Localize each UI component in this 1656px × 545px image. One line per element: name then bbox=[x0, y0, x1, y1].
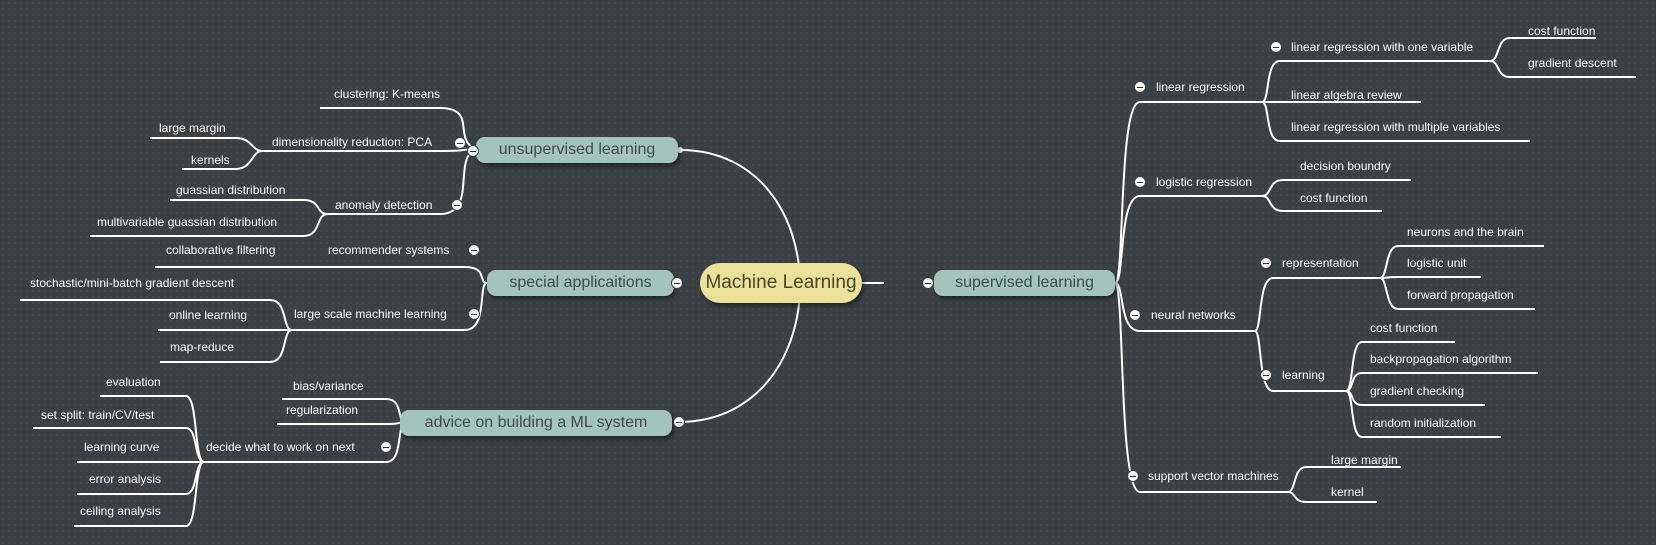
collapse-icon[interactable] bbox=[1260, 257, 1272, 269]
collapse-icon[interactable] bbox=[380, 441, 392, 453]
node-decide-next[interactable]: decide what to work on next bbox=[206, 440, 355, 454]
collapse-icon[interactable] bbox=[454, 137, 466, 149]
node-learning-curve[interactable]: learning curve bbox=[84, 440, 160, 454]
node-backpropagation[interactable]: backpropagation algorithm bbox=[1370, 352, 1512, 366]
node-recommender-systems[interactable]: recommender systems bbox=[328, 243, 450, 257]
node-error-analysis[interactable]: error analysis bbox=[89, 472, 162, 486]
node-gradient-descent[interactable]: gradient descent bbox=[1528, 56, 1617, 70]
branch-label: unsupervised learning bbox=[498, 141, 656, 158]
collapse-icon[interactable] bbox=[1129, 309, 1141, 321]
branch-advice-ml-system[interactable]: advice on building a ML system bbox=[400, 410, 672, 436]
central-topic[interactable]: Machine Learning bbox=[700, 263, 862, 303]
collapse-icon[interactable] bbox=[468, 308, 480, 320]
node-linear-regression[interactable]: linear regression bbox=[1156, 80, 1245, 94]
branch-unsupervised-learning[interactable]: unsupervised learning bbox=[476, 137, 678, 163]
branch-supervised-learning[interactable]: supervised learning bbox=[934, 270, 1115, 296]
collapse-icon[interactable] bbox=[671, 277, 683, 289]
collapse-icon[interactable] bbox=[1134, 81, 1146, 93]
node-cost-function[interactable]: cost function bbox=[1528, 24, 1596, 38]
node-ceiling-analysis[interactable]: ceiling analysis bbox=[80, 504, 161, 518]
collapse-icon[interactable] bbox=[451, 199, 463, 211]
node-regularization[interactable]: regularization bbox=[286, 403, 359, 417]
node-decision-boundry[interactable]: decision boundry bbox=[1300, 159, 1391, 173]
collapse-icon[interactable] bbox=[1127, 470, 1139, 482]
collapse-icon[interactable] bbox=[673, 416, 685, 428]
node-lr-one-variable[interactable]: linear regression with one variable bbox=[1291, 40, 1474, 54]
node-map-reduce[interactable]: map-reduce bbox=[170, 340, 235, 354]
node-anomaly-detection[interactable]: anomaly detection bbox=[335, 198, 433, 212]
node-forward-propagation[interactable]: forward propagation bbox=[1407, 288, 1514, 302]
node-dimensionality-reduction[interactable]: dimensionality reduction: PCA bbox=[272, 135, 433, 149]
node-stochastic-gradient-descent[interactable]: stochastic/mini-batch gradient descent bbox=[30, 276, 235, 290]
central-topic-label: Machine Learning bbox=[705, 272, 857, 293]
branch-special-applications[interactable]: special applicaitions bbox=[487, 270, 674, 296]
node-logistic-unit[interactable]: logistic unit bbox=[1407, 256, 1467, 270]
node-set-split[interactable]: set split: train/CV/test bbox=[41, 408, 155, 422]
node-kernels[interactable]: kernels bbox=[191, 153, 230, 167]
node-logistic-cost-function[interactable]: cost function bbox=[1300, 191, 1368, 205]
node-logistic-regression[interactable]: logistic regression bbox=[1156, 175, 1253, 189]
collapse-icon[interactable] bbox=[1270, 41, 1282, 53]
collapse-icon[interactable] bbox=[1134, 176, 1146, 188]
node-neurons-and-brain[interactable]: neurons and the brain bbox=[1407, 225, 1524, 239]
node-svm-kernel[interactable]: kernel bbox=[1331, 485, 1364, 499]
branch-label: advice on building a ML system bbox=[424, 414, 648, 431]
node-clustering[interactable]: clustering: K-means bbox=[334, 87, 441, 101]
node-neural-networks[interactable]: neural networks bbox=[1151, 308, 1236, 322]
node-guassian-distribution[interactable]: guassian distribution bbox=[176, 183, 286, 197]
node-bias-variance[interactable]: bias/variance bbox=[293, 379, 364, 393]
node-support-vector-machines[interactable]: support vector machines bbox=[1148, 469, 1279, 483]
node-gradient-checking[interactable]: gradient checking bbox=[1370, 384, 1465, 398]
node-lr-multiple-variables[interactable]: linear regression with multiple variable… bbox=[1291, 120, 1501, 134]
node-collaborative-filtering[interactable]: collaborative filtering bbox=[166, 243, 276, 257]
node-large-margin[interactable]: large margin bbox=[159, 121, 226, 135]
collapse-icon[interactable] bbox=[1260, 369, 1272, 381]
node-evaluation[interactable]: evaluation bbox=[106, 375, 161, 389]
node-nn-cost-function[interactable]: cost function bbox=[1370, 321, 1438, 335]
node-learning[interactable]: learning bbox=[1282, 368, 1325, 382]
node-multivariable-guassian[interactable]: multivariable guassian distribution bbox=[97, 215, 278, 229]
node-representation[interactable]: representation bbox=[1282, 256, 1359, 270]
branch-label: special applicaitions bbox=[509, 274, 652, 291]
collapse-icon[interactable] bbox=[467, 145, 479, 157]
collapse-icon[interactable] bbox=[468, 244, 480, 256]
node-large-scale-ml[interactable]: large scale machine learning bbox=[294, 307, 447, 321]
node-svm-large-margin[interactable]: large margin bbox=[1331, 453, 1398, 467]
node-random-initialization[interactable]: random initialization bbox=[1370, 416, 1477, 430]
node-online-learning[interactable]: online learning bbox=[169, 308, 248, 322]
branch-label: supervised learning bbox=[955, 274, 1094, 291]
node-linear-algebra-review[interactable]: linear algebra review bbox=[1291, 88, 1402, 102]
collapse-icon[interactable] bbox=[922, 277, 934, 289]
